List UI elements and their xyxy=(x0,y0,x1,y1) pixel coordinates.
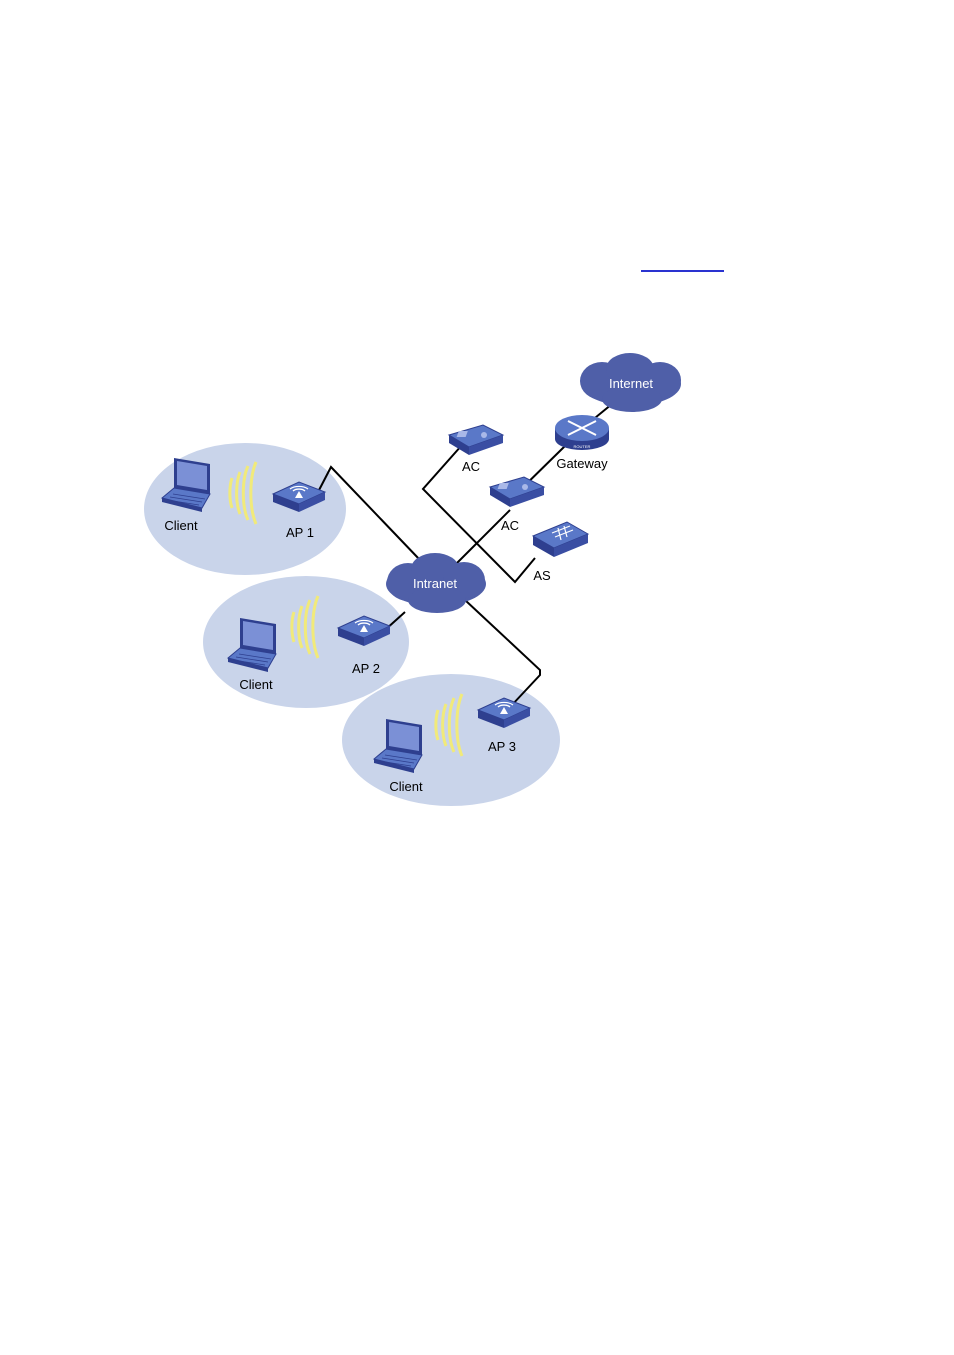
cell-1-client-label: Client xyxy=(164,518,198,533)
link-ac1 xyxy=(421,444,536,584)
cell-1-ap: AP 1 xyxy=(272,481,326,540)
cell-3-ap: AP 3 xyxy=(477,697,531,754)
firewall-icon xyxy=(551,525,574,541)
router-arrows-icon xyxy=(567,420,597,436)
link-ac2 xyxy=(454,509,511,566)
internet-label: Internet xyxy=(609,376,653,391)
as-label: AS xyxy=(533,568,551,583)
cell-2-client-label: Client xyxy=(239,677,273,692)
router-badge: ROUTER xyxy=(574,444,591,449)
cell-3-client: Client xyxy=(373,718,423,794)
ac-controller-2: AC xyxy=(489,476,545,533)
gateway-router: ROUTER Gateway xyxy=(555,415,609,471)
intranet-cloud: Intranet xyxy=(386,553,486,613)
cell-3-client-label: Client xyxy=(389,779,423,794)
cell-2-ap-label: AP 2 xyxy=(352,661,380,676)
ac-controller-1: AC xyxy=(448,424,504,474)
gateway-label: Gateway xyxy=(556,456,608,471)
cell-2-ap: AP 2 xyxy=(337,615,391,676)
ac1-label: AC xyxy=(462,459,480,474)
cell-1-client: Client xyxy=(161,457,211,533)
figure-reference-link[interactable] xyxy=(641,270,724,272)
cell-2-client: Client xyxy=(227,617,277,692)
link-ap1 xyxy=(316,465,421,561)
intranet-label: Intranet xyxy=(413,576,457,591)
internet-cloud: Internet xyxy=(580,353,681,412)
as-server: AS xyxy=(531,521,590,583)
ac2-label: AC xyxy=(501,518,519,533)
cell-1-ap-label: AP 1 xyxy=(286,525,314,540)
cell-3-ap-label: AP 3 xyxy=(488,739,516,754)
link-ap3 xyxy=(464,599,541,707)
